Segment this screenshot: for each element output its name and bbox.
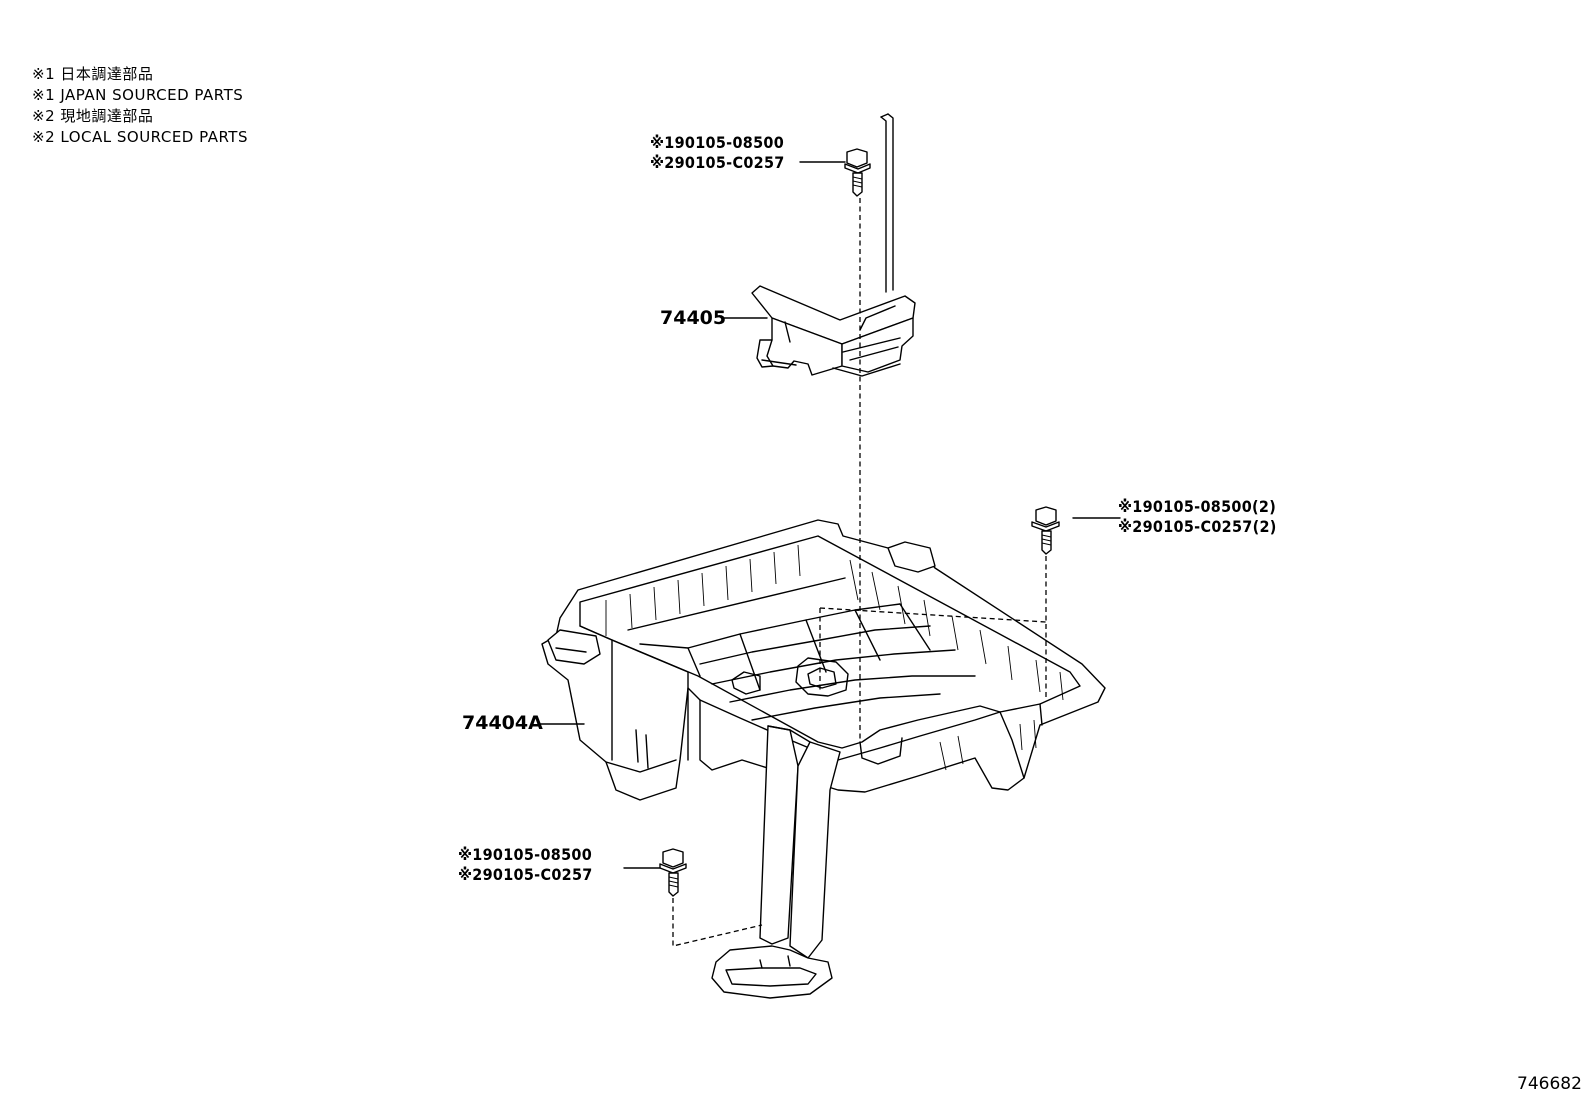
legend-line-3: ※2 現地調達部品 — [32, 107, 154, 125]
leader-lines — [539, 161, 1121, 869]
battery-clamp-74405 — [751, 285, 916, 377]
tray-part-number: 74404A — [462, 712, 543, 734]
illustration-number: 746682 — [1517, 1074, 1582, 1094]
bolt-bottom-part-2: ※290105-C0257 — [458, 865, 593, 884]
legend-line-1: ※1 日本調達部品 — [32, 65, 154, 83]
hold-down-rod — [880, 113, 894, 293]
bolt-right-part-1: ※190105-08500(2) — [1118, 497, 1277, 516]
legend-line-2: ※1 JAPAN SOURCED PARTS — [32, 86, 244, 104]
bolt-top-part-2: ※290105-C0257 — [650, 153, 785, 172]
bolt-top — [844, 148, 871, 197]
clamp-part-number: 74405 — [660, 307, 727, 329]
bolt-bottom-part-1: ※190105-08500 — [458, 845, 593, 864]
legend-line-4: ※2 LOCAL SOURCED PARTS — [32, 128, 248, 146]
bolt-right-part-2: ※290105-C0257(2) — [1118, 517, 1277, 536]
battery-tray-74404A — [541, 519, 1106, 999]
alignment-lines — [672, 198, 1047, 947]
bolt-top-part-1: ※190105-08500 — [650, 133, 785, 152]
bolt-bottom — [659, 848, 687, 897]
bolt-right — [1031, 506, 1060, 555]
